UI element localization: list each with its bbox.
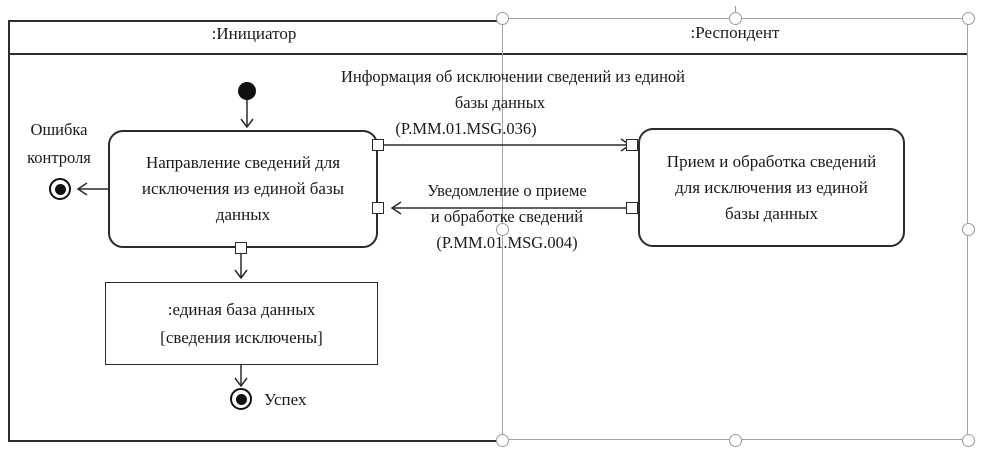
lane-header-divider — [8, 53, 968, 55]
lane-header-respondent: :Респондент — [690, 23, 780, 42]
error-final-label: Ошибка контроля — [27, 120, 91, 167]
pin-object-out — [235, 242, 247, 254]
pin-request-in — [626, 139, 638, 151]
object-node-database[interactable]: :единая база данных [сведения исключены] — [105, 282, 378, 365]
selection-rotation-stub — [735, 6, 736, 13]
selection-handle-e[interactable] — [961, 222, 975, 236]
request-message-label-line3: (P.MM.01.MSG.036) — [395, 119, 537, 138]
selection-handle-n[interactable] — [728, 11, 742, 25]
success-final-label: Успех — [264, 390, 307, 409]
selection-handle-ne[interactable] — [961, 11, 975, 25]
response-message-line1: Уведомление о приеме — [427, 181, 587, 200]
response-message-label: Уведомление о приеме и обработке сведени… — [398, 178, 616, 256]
response-message-line3: (P.MM.01.MSG.004) — [436, 233, 578, 252]
action-receive-and-process[interactable]: Прием и обработка сведений для исключени… — [638, 128, 905, 247]
selection-handle-nw[interactable] — [495, 11, 509, 25]
request-message-label-line2: базы данных — [454, 93, 546, 112]
request-message-label-line1: Информация об исключении сведений из еди… — [341, 67, 685, 86]
pin-response-out — [626, 202, 638, 214]
selection-handle-se[interactable] — [961, 433, 975, 447]
initial-node-icon[interactable] — [238, 82, 256, 100]
action-send-for-exclusion[interactable]: Направление сведений для исключения из е… — [108, 130, 378, 248]
final-node-error-icon[interactable] — [49, 178, 71, 200]
action-send-label: Направление сведений для исключения из е… — [141, 153, 345, 224]
response-message-line2: и обработке сведений — [430, 207, 584, 226]
selection-handle-w[interactable] — [495, 222, 509, 236]
pin-response-in — [372, 202, 384, 214]
pin-request-out — [372, 139, 384, 151]
lane-initiator[interactable] — [8, 20, 502, 442]
selection-handle-s[interactable] — [728, 433, 742, 447]
selection-handle-sw[interactable] — [495, 433, 509, 447]
object-node-title: :единая база данных — [167, 299, 316, 319]
lane-header-initiator: :Инициатор — [211, 24, 297, 43]
action-receive-label: Прием и обработка сведений для исключени… — [666, 151, 877, 223]
final-node-success-icon[interactable] — [230, 388, 252, 410]
object-node-state: [сведения исключены] — [160, 327, 323, 347]
